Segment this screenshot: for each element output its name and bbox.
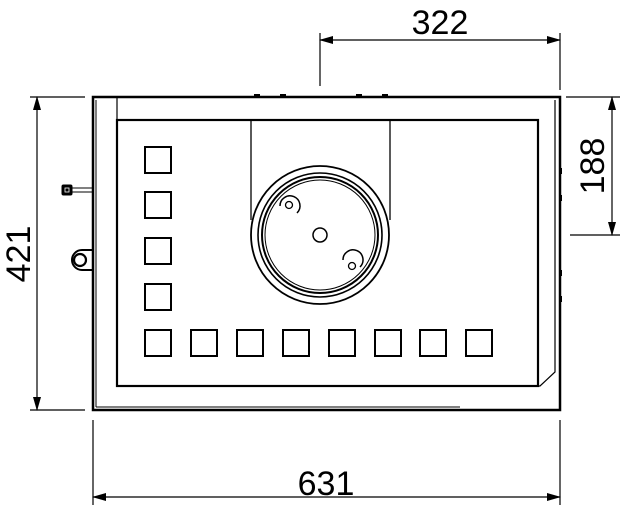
dimension-top-width (319, 33, 561, 90)
dimension-label-188: 188 (574, 138, 612, 195)
door-handle (71, 249, 93, 271)
stove-body (91, 94, 562, 412)
dimension-label-421: 421 (0, 226, 38, 283)
side-knobs (559, 168, 562, 302)
dimension-label-631: 631 (298, 465, 355, 503)
flue-outlet (250, 121, 391, 305)
dimension-right-height (566, 96, 620, 236)
air-control-knob (61, 184, 93, 196)
dimension-label-322: 322 (412, 4, 469, 42)
decorative-tiles (144, 146, 493, 357)
dimension-overall-height (30, 96, 85, 411)
dimension-overall-width (92, 420, 561, 505)
glass-door-frame (115, 118, 540, 388)
top-knobs (254, 94, 388, 97)
